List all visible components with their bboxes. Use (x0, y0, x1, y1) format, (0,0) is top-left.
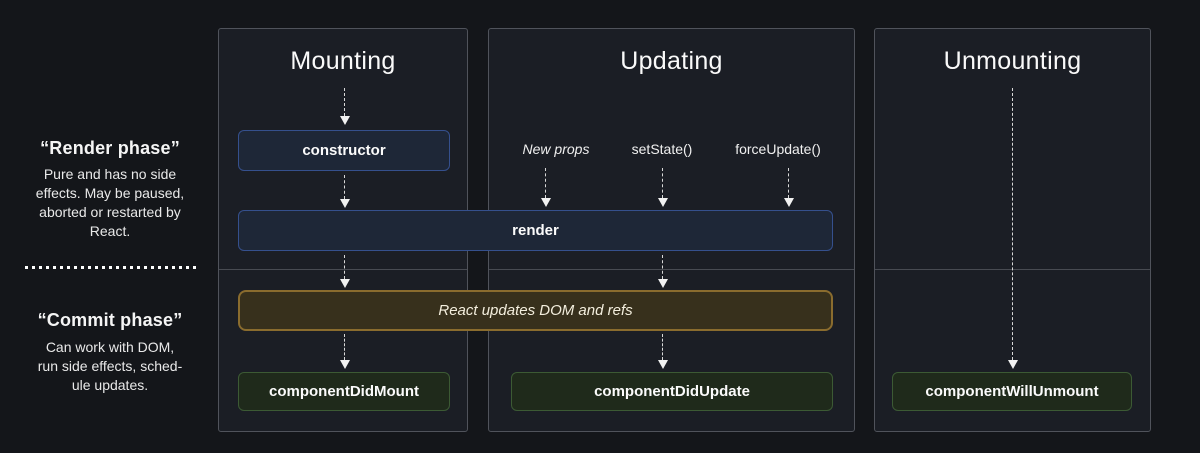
commit-phase-line: Can work with DOM, (45, 339, 175, 355)
updating-phase-divider (489, 269, 854, 270)
updating-title: Updating (620, 47, 723, 75)
new-props-label: New props (522, 141, 590, 157)
render-phase-line: Pure and has no side (43, 166, 177, 182)
constructor-box[interactable]: constructor (238, 130, 450, 171)
commit-phase-title: “Commit phase” (37, 310, 183, 330)
render-phase-title: “Render phase” (40, 138, 180, 158)
arrow-dom-update-to-didupdate (658, 334, 668, 369)
react-updates-dom-box: React updates DOM and refs (238, 290, 833, 331)
setstate-label: setState() (631, 141, 693, 157)
forceupdate-label: forceUpdate() (735, 141, 821, 157)
arrow-setstate-to-render (658, 168, 668, 207)
mounting-phase-divider (219, 269, 467, 270)
arrow-render-to-dom-update (340, 255, 350, 288)
render-phase-line: React. (89, 223, 131, 239)
arrow-forceupdate-to-render (784, 168, 794, 207)
commit-phase-line: ule updates. (71, 377, 149, 393)
arrow-mounting-to-constructor (340, 88, 350, 125)
arrow-constructor-to-render (340, 175, 350, 208)
arrow-render-to-dom-update-2 (658, 255, 668, 288)
componentwillunmount-box[interactable]: componentWillUnmount (892, 372, 1132, 411)
render-phase-line: effects. May be paused, (35, 185, 185, 201)
mounting-title: Mounting (290, 47, 396, 75)
render-phase-description: Pure and has no side effects. May be pau… (10, 165, 210, 241)
commit-phase-description: Can work with DOM, run side effects, sch… (10, 338, 210, 395)
arrow-dom-update-to-didmount (340, 334, 350, 369)
phase-dotted-divider (25, 266, 197, 269)
arrow-newprops-to-render (541, 168, 551, 207)
unmounting-title: Unmounting (943, 47, 1082, 75)
componentdidupdate-box[interactable]: componentDidUpdate (511, 372, 833, 411)
render-box[interactable]: render (238, 210, 833, 251)
commit-phase-line: run side effects, sched- (37, 358, 183, 374)
arrow-unmounting-to-willunmount (1008, 88, 1018, 369)
componentdidmount-box[interactable]: componentDidMount (238, 372, 450, 411)
render-phase-line: aborted or restarted by (39, 204, 181, 220)
